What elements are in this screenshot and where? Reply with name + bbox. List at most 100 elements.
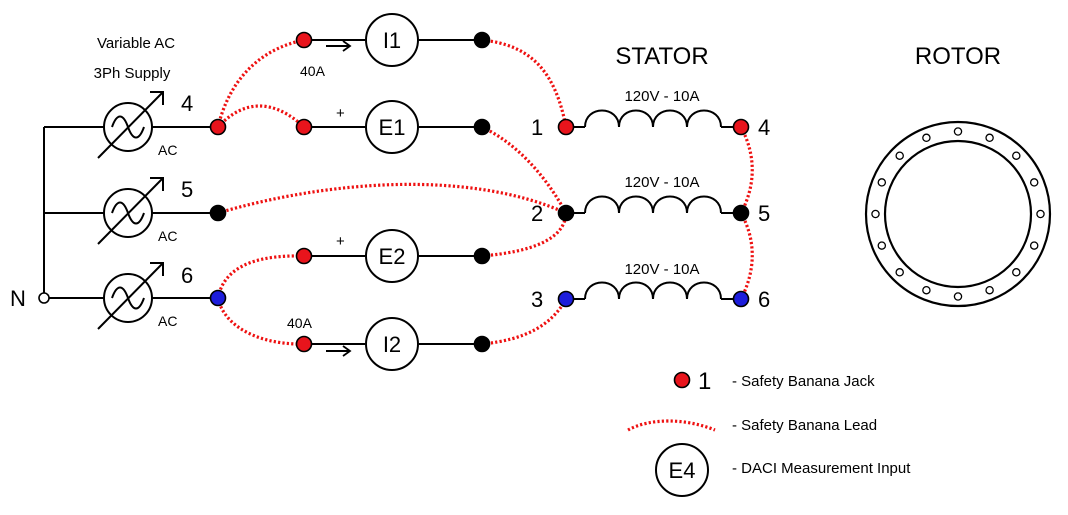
ac-label-phase-6: AC: [158, 313, 177, 329]
meter-i2-label: I2: [383, 332, 401, 357]
current-arrow-i1: [326, 40, 352, 52]
rotor-title: ROTOR: [915, 43, 1001, 70]
stator-terminal-6: 6: [758, 287, 770, 312]
lead-i2-to-3: [481, 298, 568, 346]
jack-i2-in[interactable]: [295, 335, 313, 353]
rotor-bolt-hole: [953, 292, 963, 301]
lead-4-to-5: [739, 126, 754, 214]
meter-i2: I2: [365, 317, 419, 371]
meter-wiring: [304, 39, 482, 345]
legend-meter-icon: [655, 443, 709, 497]
meter-e2-label: E2: [379, 244, 406, 269]
jack-e2-minus[interactable]: [473, 247, 491, 265]
rotor-bolt-hole: [1029, 241, 1039, 250]
rotor-bolt-holes: [871, 127, 1045, 301]
legend-jack-number: 1: [698, 368, 711, 395]
jack-stator-5[interactable]: [732, 204, 750, 222]
jack-supply-6[interactable]: [209, 289, 227, 307]
neutral-label: N: [10, 286, 26, 311]
jack-stator-2[interactable]: [557, 204, 575, 222]
supply-title-line2: 3Ph Supply: [94, 65, 171, 82]
meter-e1: E1: [365, 100, 419, 154]
rotor-bolt-hole: [1012, 268, 1021, 277]
rotor-bolt-hole: [895, 151, 904, 160]
rotor-bolt-hole: [877, 241, 887, 250]
jack-e1-minus[interactable]: [473, 118, 491, 136]
meter-i1: I1: [365, 13, 419, 67]
banana-leads: [216, 38, 754, 346]
meter-e2: E2: [365, 229, 419, 283]
jack-stator-6[interactable]: [732, 290, 750, 308]
lead-6-to-i2: [216, 297, 305, 346]
ac-label-phase-4: AC: [158, 142, 177, 158]
lead-i1-to-1: [481, 38, 568, 128]
stator-terminal-4: 4: [758, 115, 770, 140]
winding-rating-2: 120V - 10A: [624, 174, 699, 191]
rotor-bolt-hole: [985, 133, 994, 143]
supply-title-line1: Variable AC: [97, 35, 175, 52]
current-arrow-i2: [326, 345, 352, 357]
current-rating-i1: 40A: [300, 63, 326, 79]
ac-label-phase-5: AC: [158, 228, 177, 244]
lead-5-to-2: [217, 182, 567, 215]
lead-5-to-6: [739, 212, 754, 300]
rotor-drawing: [864, 120, 1052, 308]
rotor-bolt-hole: [922, 285, 931, 295]
lead-4-to-i1: [216, 38, 305, 128]
jack-i1-in[interactable]: [295, 31, 313, 49]
rotor-bolt-hole: [895, 268, 904, 277]
stator-terminal-1: 1: [531, 115, 543, 140]
legend-lead-text: - Safety Banana Lead: [732, 417, 877, 434]
stator-terminal-5: 5: [758, 201, 770, 226]
plus-sign-e1: +: [336, 105, 345, 122]
winding-rating-3: 120V - 10A: [624, 261, 699, 278]
rotor-bolt-hole: [1029, 178, 1039, 187]
jack-i1-out[interactable]: [473, 31, 491, 49]
legend: 1 - Safety Banana Jack - Safety Banana L…: [627, 368, 911, 497]
legend-meter-text: - DACI Measurement Input: [732, 460, 911, 477]
rotor-bolt-hole: [1012, 151, 1021, 160]
stator-winding-3: [566, 281, 741, 300]
ac-source-phase-4: [97, 91, 218, 159]
meter-i1-label: I1: [383, 28, 401, 53]
jack-e1-plus[interactable]: [295, 118, 313, 136]
winding-rating-1: 120V - 10A: [624, 88, 699, 105]
lead-6-to-e2: [216, 254, 305, 299]
jack-stator-4[interactable]: [732, 118, 750, 136]
ac-source-phase-5: [97, 177, 218, 245]
stator-winding-1: [566, 109, 741, 128]
jack-i2-out[interactable]: [473, 335, 491, 353]
rotor-bolt-hole: [922, 133, 931, 143]
jack-stator-3[interactable]: [557, 290, 575, 308]
rotor-bolt-hole: [1036, 209, 1045, 219]
stator-winding-2: [566, 195, 741, 214]
neutral-terminal: [38, 292, 50, 304]
rotor-bolt-hole: [953, 127, 963, 136]
rotor-bolt-hole: [985, 285, 994, 295]
legend-meter-label: E4: [669, 458, 696, 483]
stator-title: STATOR: [615, 43, 708, 70]
phase-number-5: 5: [181, 177, 193, 202]
jack-supply-5[interactable]: [209, 204, 227, 222]
meter-e1-label: E1: [379, 115, 406, 140]
lead-4-to-e1: [216, 104, 306, 129]
stator-terminal-3: 3: [531, 287, 543, 312]
phase-number-6: 6: [181, 263, 193, 288]
neutral-bus: [38, 126, 104, 304]
stator-terminal-2: 2: [531, 201, 543, 226]
jack-supply-4[interactable]: [209, 118, 227, 136]
phase-number-4: 4: [181, 91, 193, 116]
ac-source-phase-6: [97, 262, 218, 330]
plus-sign-e2: +: [336, 233, 345, 250]
lead-e2-to-2: [481, 212, 568, 258]
rotor-bolt-hole: [877, 178, 887, 187]
lead-e1-to-2: [481, 125, 568, 214]
current-rating-i2: 40A: [287, 315, 313, 331]
rotor-bolt-hole: [871, 209, 880, 219]
jack-e2-plus[interactable]: [295, 247, 313, 265]
legend-jack-icon: [673, 371, 691, 389]
legend-jack-text: - Safety Banana Jack: [732, 373, 875, 390]
jack-stator-1[interactable]: [557, 118, 575, 136]
legend-lead-icon: [627, 419, 716, 432]
